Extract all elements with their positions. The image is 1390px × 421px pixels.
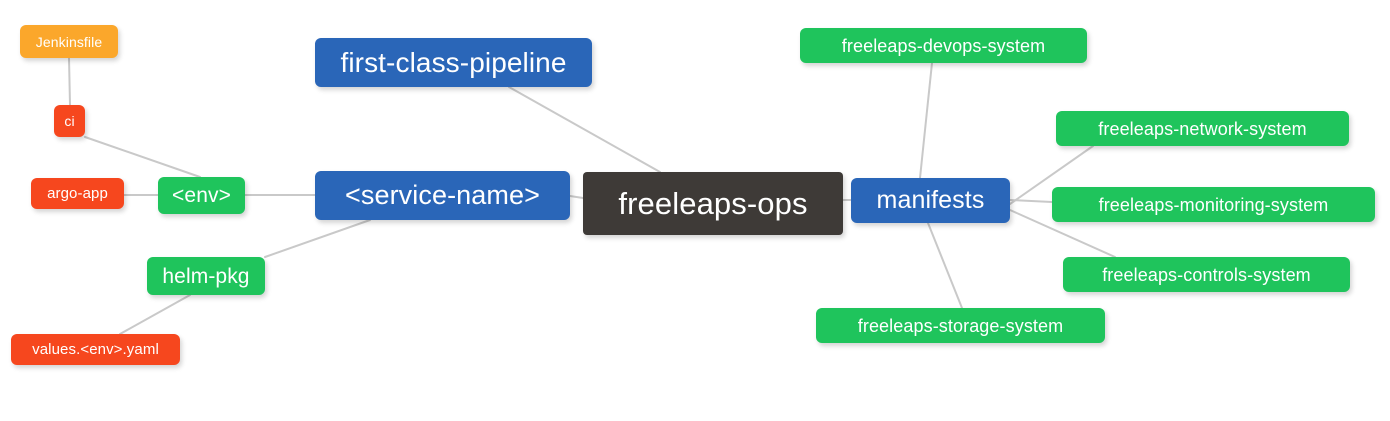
node-jenkinsfile[interactable]: Jenkinsfile <box>20 25 118 58</box>
node-label-ci: ci <box>64 113 75 129</box>
node-label-values-yaml: values.<env>.yaml <box>32 341 159 358</box>
node-label-monitoring-system: freeleaps-monitoring-system <box>1098 194 1329 215</box>
node-helm-pkg[interactable]: helm-pkg <box>147 257 265 295</box>
node-label-env: <env> <box>172 184 231 207</box>
node-label-first-class-pipeline: first-class-pipeline <box>340 46 567 78</box>
node-freeleaps-ops[interactable]: freeleaps-ops <box>583 172 843 235</box>
node-label-network-system: freeleaps-network-system <box>1098 118 1307 139</box>
node-label-controls-system: freeleaps-controls-system <box>1102 264 1311 285</box>
node-label-manifests: manifests <box>876 186 985 214</box>
node-ci[interactable]: ci <box>54 105 85 137</box>
edge-jenkinsfile-to-ci <box>68 57 71 106</box>
node-label-jenkinsfile: Jenkinsfile <box>35 33 103 50</box>
node-label-freeleaps-ops: freeleaps-ops <box>618 186 808 221</box>
node-label-storage-system: freeleaps-storage-system <box>857 315 1064 336</box>
node-label-service-name: <service-name> <box>345 180 540 210</box>
edge-first-class-pipeline-to-freeleaps-ops <box>508 86 661 173</box>
node-network-system[interactable]: freeleaps-network-system <box>1056 111 1349 146</box>
edge-manifests-to-devops-system <box>919 62 933 179</box>
node-first-class-pipeline[interactable]: first-class-pipeline <box>315 38 592 87</box>
edge-manifests-to-monitoring-system <box>1009 199 1053 203</box>
node-manifests[interactable]: manifests <box>851 178 1010 223</box>
node-devops-system[interactable]: freeleaps-devops-system <box>800 28 1087 63</box>
edge-helm-pkg-to-service-name <box>264 219 371 258</box>
node-monitoring-system[interactable]: freeleaps-monitoring-system <box>1052 187 1375 222</box>
node-storage-system[interactable]: freeleaps-storage-system <box>816 308 1105 343</box>
node-env[interactable]: <env> <box>158 177 245 214</box>
edge-values-yaml-to-helm-pkg <box>119 294 191 335</box>
node-controls-system[interactable]: freeleaps-controls-system <box>1063 257 1350 292</box>
node-service-name[interactable]: <service-name> <box>315 171 570 220</box>
node-label-helm-pkg: helm-pkg <box>162 264 250 288</box>
edge-manifests-to-storage-system <box>927 222 963 309</box>
node-label-argo-app: argo-app <box>47 185 108 202</box>
node-argo-app[interactable]: argo-app <box>31 178 124 209</box>
node-values-yaml[interactable]: values.<env>.yaml <box>11 334 180 365</box>
edge-service-name-to-freeleaps-ops <box>569 195 584 199</box>
edge-ci-to-env <box>84 136 201 178</box>
node-label-devops-system: freeleaps-devops-system <box>841 35 1046 56</box>
